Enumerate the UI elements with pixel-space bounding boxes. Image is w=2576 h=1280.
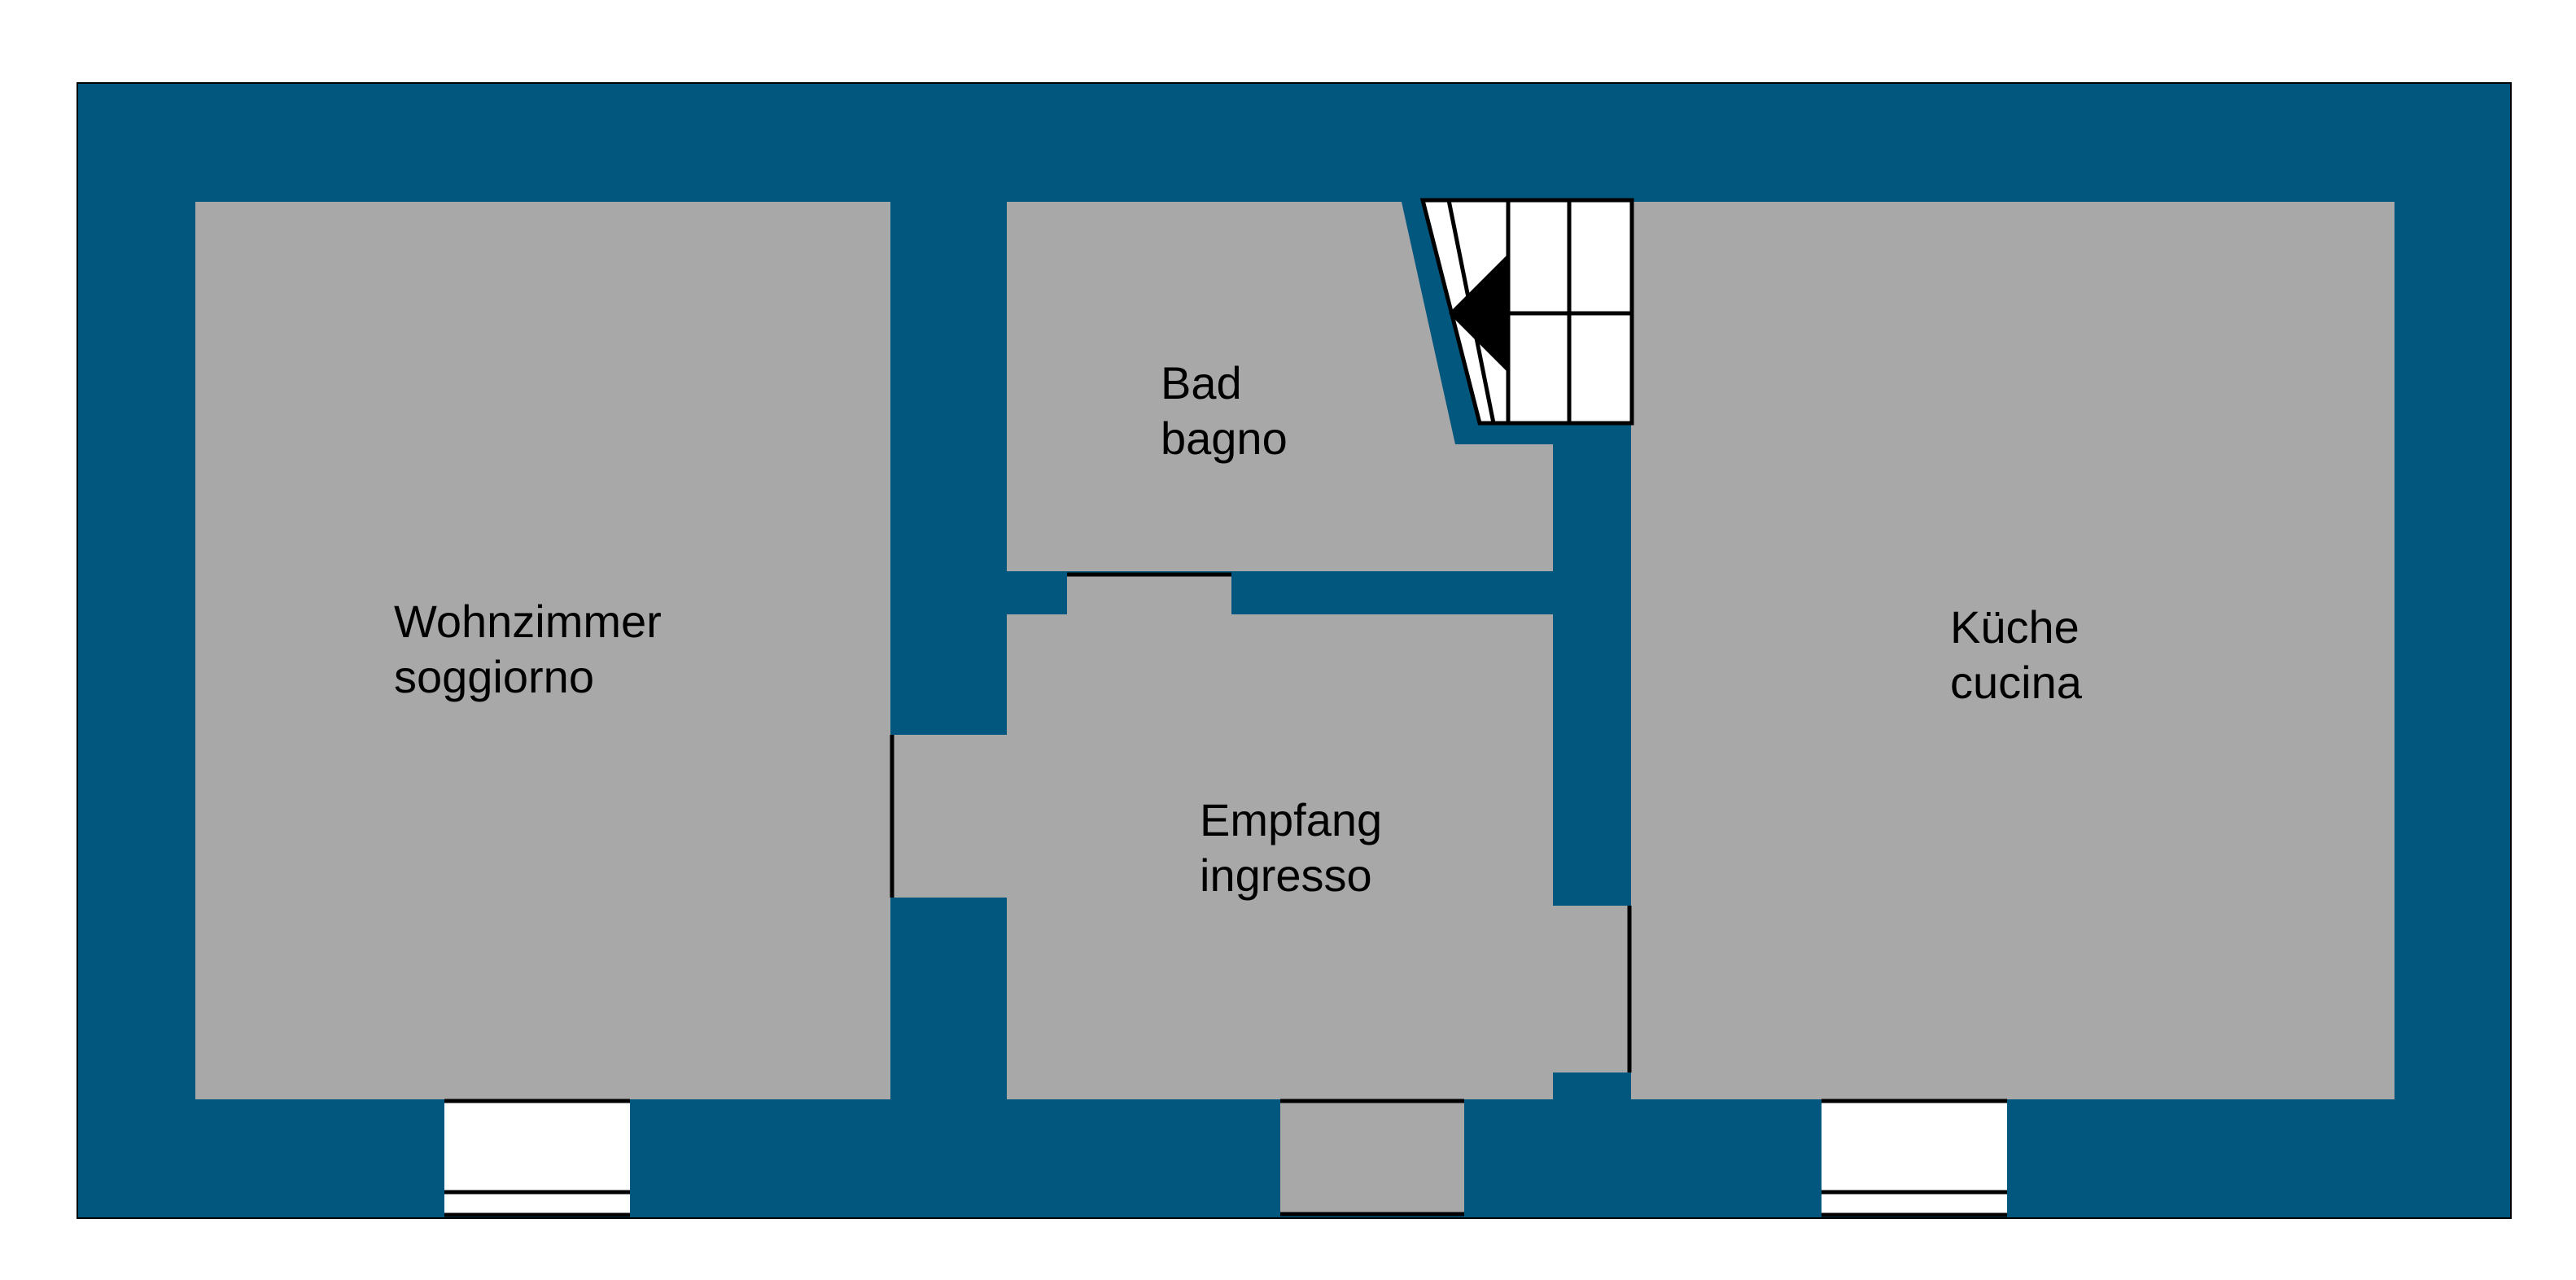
room-label-entrance-it: ingresso bbox=[1200, 850, 1372, 901]
room-label-bath-it: bagno bbox=[1161, 413, 1288, 464]
bathroom-floor bbox=[1007, 202, 1553, 571]
entrance-floor bbox=[890, 573, 1630, 1215]
room-label-living: Wohnzimmer soggiorno bbox=[394, 596, 674, 702]
kitchen-floor bbox=[1631, 202, 2394, 1099]
living-room-floor bbox=[195, 202, 890, 1099]
room-label-entrance-de: Empfang bbox=[1200, 794, 1382, 845]
window-kitchen bbox=[1822, 1099, 2007, 1217]
staircase bbox=[1419, 198, 1634, 426]
room-label-kitchen-de: Küche bbox=[1950, 601, 2080, 653]
room-label-entrance: Empfang ingresso bbox=[1200, 794, 1395, 901]
room-label-kitchen-it: cucina bbox=[1950, 657, 2083, 708]
room-label-bath-de: Bad bbox=[1161, 357, 1242, 408]
room-label-kitchen: Küche cucina bbox=[1950, 601, 2092, 708]
room-label-living-de: Wohnzimmer bbox=[394, 596, 662, 647]
room-label-bath: Bad bagno bbox=[1161, 357, 1288, 464]
stair-direction-arrow-icon bbox=[1449, 252, 1510, 374]
window-living-room bbox=[444, 1099, 630, 1217]
room-label-living-it: soggiorno bbox=[394, 651, 594, 702]
